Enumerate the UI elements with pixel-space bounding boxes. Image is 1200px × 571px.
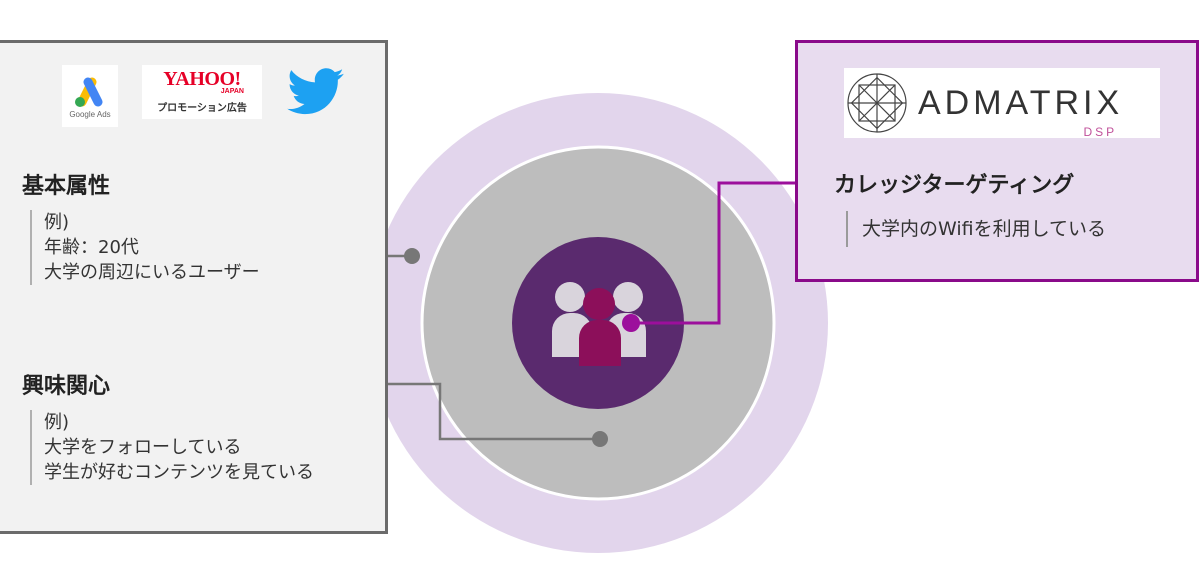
interests-example: 例) 大学をフォローしている 学生が好むコンテンツを見ている bbox=[30, 410, 314, 485]
attributes-example-line: 大学の周辺にいるユーザー bbox=[44, 262, 260, 283]
google-ads-caption: Google Ads bbox=[69, 109, 111, 119]
interests-example-label: 例) bbox=[44, 412, 70, 433]
college-targeting-heading: カレッジターゲティング bbox=[834, 173, 1075, 198]
admatrix-wordmark: ADMATRIX DSP bbox=[918, 83, 1124, 139]
interests-heading: 興味関心 bbox=[22, 374, 111, 399]
yahoo-promotion-logo: YAHOO! JAPAN プロモーション広告 bbox=[142, 65, 262, 119]
connector-dot-attributes bbox=[404, 248, 420, 264]
admatrix-dsp-label: DSP bbox=[1083, 124, 1118, 139]
google-ads-icon bbox=[75, 77, 103, 107]
attributes-example: 例) 年齢：20代 大学の周辺にいるユーザー bbox=[30, 210, 260, 285]
users-icon bbox=[552, 282, 646, 366]
college-targeting-example: 大学内のWifiを利用している bbox=[846, 211, 1106, 247]
college-targeting-panel: ADMATRIX DSP カレッジターゲティング 大学内のWifiを利用している bbox=[795, 40, 1199, 282]
interests-example-line: 大学をフォローしている bbox=[44, 437, 242, 458]
admatrix-name: ADMATRIX bbox=[918, 83, 1124, 122]
admatrix-logo: ADMATRIX DSP bbox=[844, 68, 1160, 139]
admatrix-emblem-icon bbox=[847, 73, 907, 133]
attributes-example-label: 例) bbox=[44, 212, 70, 233]
connector-college bbox=[632, 181, 812, 325]
interests-example-line: 学生が好むコンテンツを見ている bbox=[44, 462, 314, 483]
attributes-example-line: 年齢：20代 bbox=[44, 237, 139, 258]
google-ads-logo: Google Ads bbox=[62, 65, 118, 127]
connector-dot-college bbox=[622, 314, 640, 332]
twitter-logo bbox=[285, 65, 347, 119]
left-targeting-panel: Google Ads YAHOO! JAPAN プロモーション広告 bbox=[0, 40, 388, 534]
attributes-heading: 基本属性 bbox=[22, 174, 111, 199]
yahoo-japan-label: JAPAN bbox=[220, 88, 244, 95]
twitter-bird-icon bbox=[287, 68, 344, 115]
connector-dot-interests bbox=[592, 431, 608, 447]
yahoo-promotion-label: プロモーション広告 bbox=[157, 103, 247, 114]
yahoo-wordmark: YAHOO! bbox=[163, 68, 241, 90]
